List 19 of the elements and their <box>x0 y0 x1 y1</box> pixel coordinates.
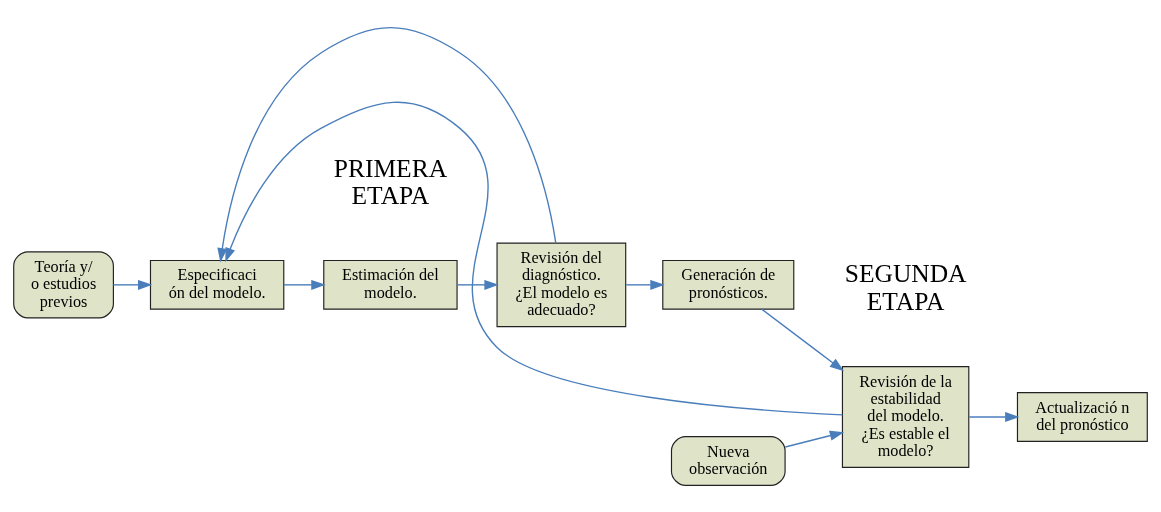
node-box: Generación de pronósticos. <box>662 259 795 310</box>
arrow <box>968 411 1020 422</box>
arrow <box>112 279 153 290</box>
arrow <box>283 279 326 290</box>
node-box: Actualizació n del pronóstico <box>1016 391 1148 442</box>
node-box: Teoría y/ o estudios previos <box>13 250 114 318</box>
arrow <box>784 430 845 448</box>
label: SEGUNDA ETAPA <box>844 258 967 316</box>
node-box: Especificaci ón del modelo. <box>149 259 285 310</box>
arrow <box>456 279 499 290</box>
arrow <box>225 101 844 416</box>
node-box: Estimación del modelo. <box>323 259 458 310</box>
node-box: Nueva observación <box>670 435 786 486</box>
arrow <box>217 26 557 262</box>
label: PRIMERA ETAPA <box>333 153 448 210</box>
node-box: Revisión de la estabilidad del modelo. ¿Es estable el modelo? <box>841 365 970 468</box>
arrow <box>625 279 665 290</box>
node-box: Revisión del diagnóstico. ¿El modelo es adecuado? <box>496 242 627 327</box>
arrow <box>761 308 845 371</box>
